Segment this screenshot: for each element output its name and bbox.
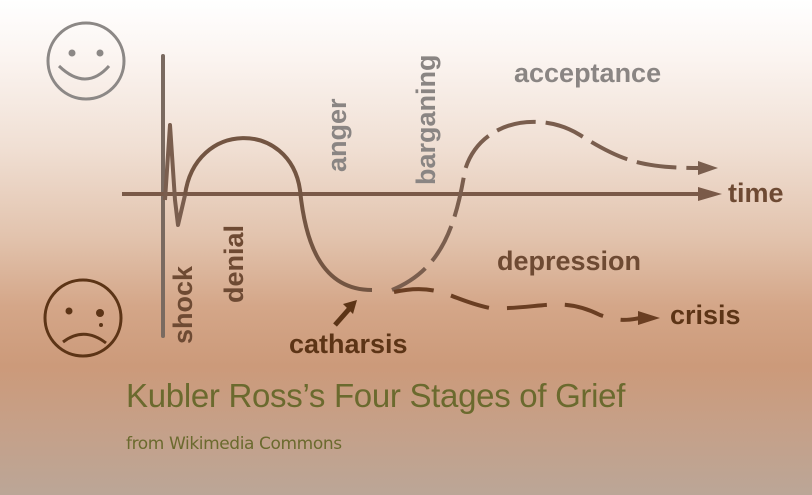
depression-label: depression xyxy=(497,246,642,276)
acceptance-label: acceptance xyxy=(514,58,662,88)
shock-curve xyxy=(163,123,187,227)
time-axis-label: time xyxy=(728,178,784,208)
happy-face-icon xyxy=(46,21,126,101)
crisis-label: crisis xyxy=(670,300,741,330)
denial-label: denial xyxy=(219,224,249,303)
x-axis-arrow xyxy=(698,187,722,201)
crisis-curve xyxy=(393,287,641,322)
denial-anger-curve xyxy=(183,136,373,292)
sad-face-icon xyxy=(43,278,123,358)
bargaining-label: barganing xyxy=(411,54,441,185)
crisis-arrow xyxy=(638,311,660,325)
diagram-title: Kubler Ross’s Four Stages of Grief xyxy=(126,377,626,414)
catharsis-label: catharsis xyxy=(289,329,408,359)
anger-label: anger xyxy=(322,98,352,172)
acceptance-curve xyxy=(391,119,701,292)
shock-label: shock xyxy=(168,265,198,344)
acceptance-arrow xyxy=(698,161,718,175)
source-credit: from Wikimedia Commons xyxy=(126,434,342,454)
catharsis-arrow xyxy=(333,300,357,327)
